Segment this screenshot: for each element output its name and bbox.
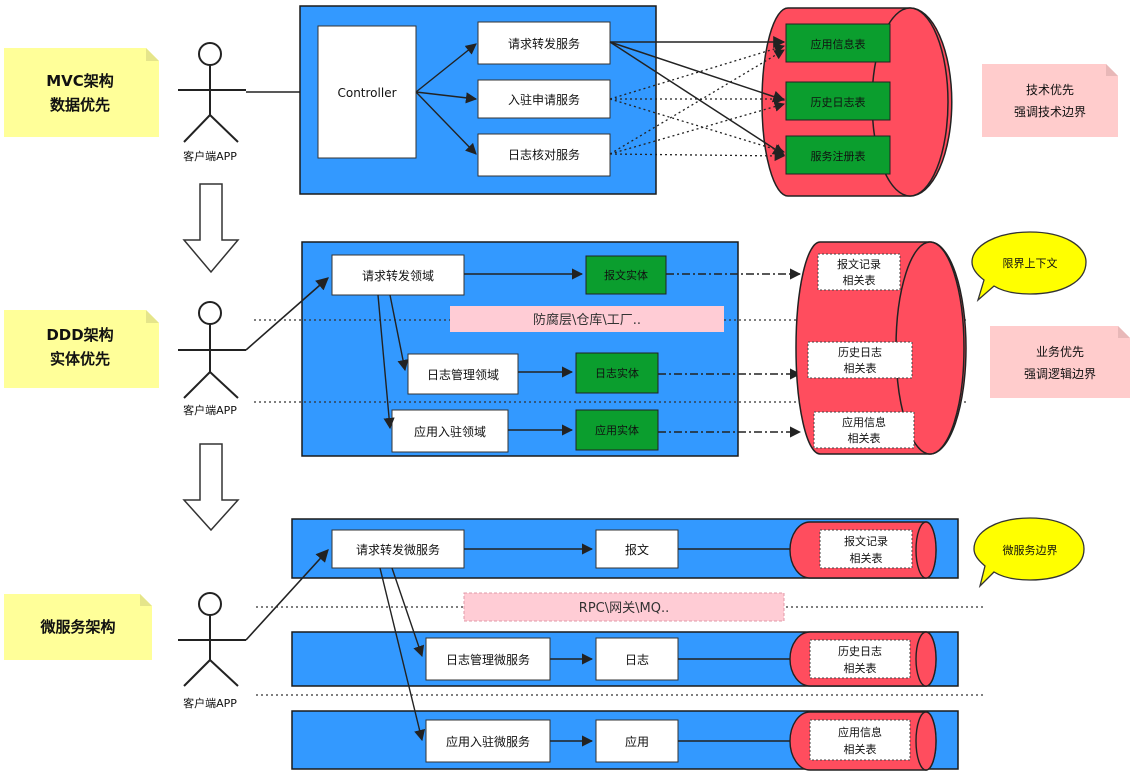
ddd-entity-box (575, 352, 659, 394)
mvc-client-actor (178, 42, 246, 143)
ddd-note-line2: 实体优先 (50, 350, 110, 368)
ddd-entity-table-arrows (658, 268, 802, 438)
ddd-note: DDD架构 实体优先 (4, 310, 159, 388)
ddd-client-actor (178, 301, 246, 399)
ddd-side-note: 业务优先 强调逻辑边界 (990, 326, 1130, 398)
micro-service-box (425, 719, 551, 763)
ddd-domain-arrows (377, 268, 584, 436)
mvc-service-box (477, 21, 611, 65)
micro-table-label: 报文记录 (844, 534, 888, 548)
mvc-table-label: 应用信息表 (811, 37, 866, 51)
mvc-note: MVC架构 数据优先 (4, 48, 159, 137)
ddd-entity-label: 日志实体 (595, 366, 639, 380)
down-arrow-icon (182, 183, 240, 274)
mvc-table-label: 历史日志表 (811, 95, 866, 109)
micro-table-sublabel: 相关表 (844, 742, 877, 756)
mvc-table-label: 服务注册表 (811, 149, 866, 163)
mvc-client-label: 客户端APP (183, 149, 237, 163)
micro-rpc-label: RPC\网关\MQ.. (579, 601, 669, 616)
mvc-table-box (785, 81, 891, 121)
mvc-side-note-line2: 强调技术边界 (1014, 105, 1086, 119)
ddd-table-label: 应用信息 (842, 415, 886, 429)
ddd-table-box (807, 341, 913, 379)
micro-note-label: 微服务架构 (39, 618, 115, 636)
micro-item-table-arrows (678, 543, 812, 747)
ddd-domain-label: 日志管理领域 (427, 367, 499, 382)
ddd-table-sublabel: 相关表 (848, 431, 881, 445)
micro-service-arrows (379, 543, 594, 747)
mvc-controller-arrows (415, 43, 478, 155)
mvc-dotted-arrows (609, 43, 786, 162)
micro-table-box (819, 529, 913, 569)
micro-item-label: 应用 (625, 734, 649, 749)
mvc-service-label: 入驻申请服务 (508, 92, 580, 107)
mvc-service-box (477, 79, 611, 119)
micro-table-sublabel: 相关表 (844, 661, 877, 675)
mvc-table-box (785, 23, 891, 63)
micro-service-label: 请求转发微服务 (356, 542, 440, 557)
ddd-domain-box (391, 409, 509, 453)
micro-bubble-label: 微服务边界 (1003, 543, 1058, 557)
ddd-table-box (813, 411, 915, 449)
micro-item-box (595, 719, 679, 763)
ddd-table-box (817, 253, 901, 291)
down-arrow-icon (182, 443, 240, 532)
ddd-table-label: 历史日志 (838, 346, 882, 359)
micro-table-label: 应用信息 (838, 725, 882, 739)
ddd-section: DDD架构 实体优先 客户端APP 请求转发领域 日志管理领域 应用入驻领域 防… (4, 231, 1130, 457)
ddd-side-note-line1: 业务优先 (1036, 344, 1084, 359)
ddd-table-sublabel: 相关表 (844, 361, 877, 375)
micro-item-label: 报文 (625, 542, 649, 557)
mvc-service-label: 请求转发服务 (508, 36, 580, 51)
mvc-controller (317, 25, 417, 159)
ddd-entity-label: 应用实体 (595, 423, 639, 437)
ddd-table-sublabel: 相关表 (843, 273, 876, 287)
ddd-entity-box (575, 409, 659, 451)
mvc-note-line2: 数据优先 (50, 96, 110, 114)
ddd-bubble-label: 限界上下文 (1003, 256, 1058, 270)
micro-service-box (331, 529, 465, 569)
mvc-table-box (785, 135, 891, 175)
micro-table-sublabel: 相关表 (850, 551, 883, 565)
micro-rpc-band (463, 592, 785, 622)
mvc-side-note: 技术优先 强调技术边界 (982, 64, 1118, 137)
micro-client-label: 客户端APP (183, 696, 237, 710)
micro-table-label: 历史日志 (838, 645, 882, 658)
ddd-acl-label: 防腐层\仓库\工厂.. (533, 312, 641, 328)
ddd-domain-box (407, 353, 519, 395)
ddd-entity-label: 报文实体 (604, 268, 648, 282)
mvc-note-line1: MVC架构 (46, 72, 114, 90)
micro-section: 微服务架构 客户端APP 请求转发微服务 日志管理微服务 应用入驻微服务 RPC… (4, 517, 1085, 771)
micro-table-box (809, 639, 911, 679)
ddd-entity-box (585, 255, 667, 295)
mvc-service-label: 日志核对服务 (508, 147, 580, 162)
micro-client-actor (178, 592, 246, 687)
micro-bubble: 微服务边界 (973, 517, 1085, 589)
ddd-client-label: 客户端APP (183, 403, 237, 417)
ddd-acl-band (450, 306, 724, 332)
mvc-service-box (477, 133, 611, 177)
micro-service-label: 日志管理微服务 (446, 652, 530, 667)
ddd-domain-box (331, 254, 465, 296)
micro-table-box (809, 719, 911, 761)
mvc-side-note-line1: 技术优先 (1026, 83, 1074, 97)
mvc-controller-label: Controller (337, 86, 396, 100)
ddd-bubble: 限界上下文 (971, 231, 1087, 302)
ddd-side-note-line2: 强调逻辑边界 (1024, 367, 1096, 381)
ddd-table-label: 报文记录 (837, 257, 881, 271)
ddd-note-line1: DDD架构 (46, 326, 113, 344)
micro-note: 微服务架构 (4, 594, 152, 660)
ddd-domain-label: 请求转发领域 (362, 268, 434, 283)
micro-service-label: 应用入驻微服务 (446, 734, 530, 749)
ddd-domain-label: 应用入驻领域 (414, 424, 486, 439)
micro-item-label: 日志 (625, 653, 649, 667)
mvc-section: MVC架构 数据优先 客户端APP Controller 请求转发服务 入驻申请… (4, 5, 1118, 197)
micro-item-box (595, 637, 679, 681)
